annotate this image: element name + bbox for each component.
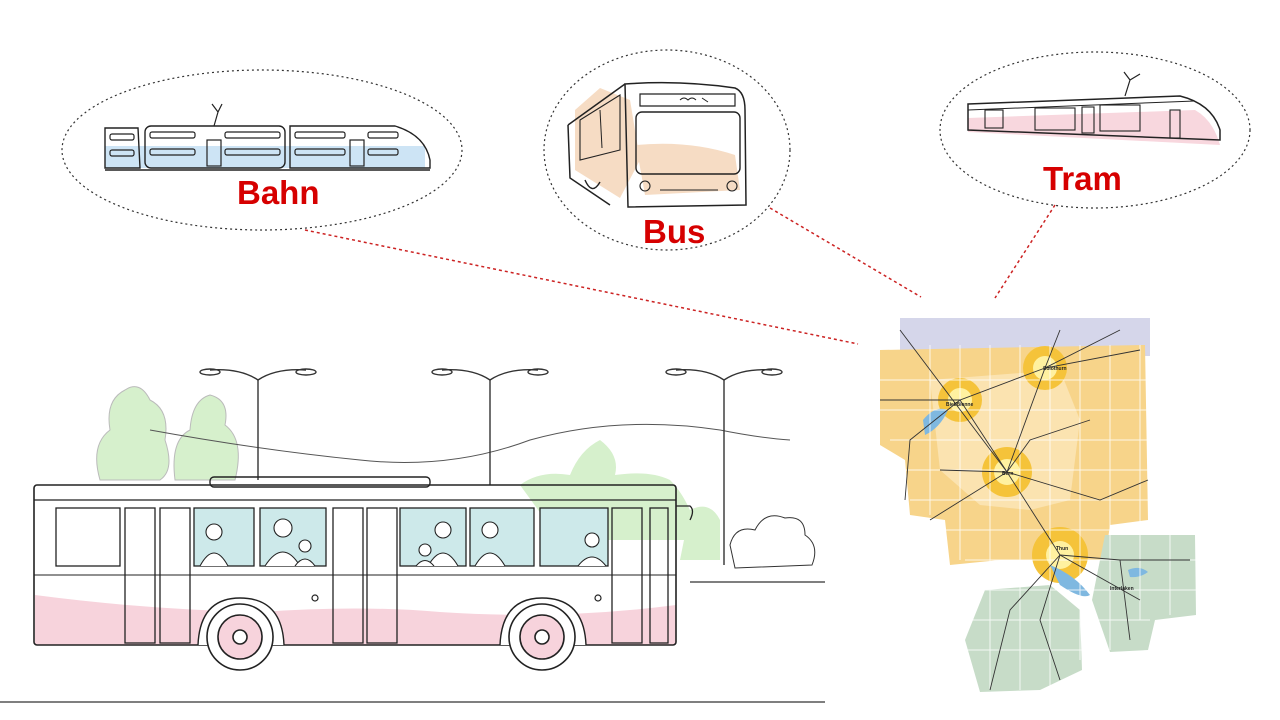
bahn-label: Bahn [237,174,320,211]
bus-wheels [206,603,576,671]
street-lamps [199,368,783,565]
city-bus [33,476,694,671]
bus-label: Bus [643,213,706,250]
bahn-bubble [61,69,463,231]
power-cable [149,423,791,463]
train-icon [104,103,431,171]
bus-icon [567,81,747,208]
bahn-connector [304,229,859,345]
map-town-solothurn: Solothurn [1043,366,1067,372]
bushes [729,515,816,569]
tram-label: Tram [1043,160,1122,197]
bus-connector [769,207,922,298]
tram-connector [994,204,1056,299]
zone-map: Solothurn Biel/Bienne Bern Thun Interlak… [880,318,1196,692]
map-town-interlaken: Interlaken [1110,586,1134,592]
tram-icon [967,71,1221,145]
passengers [199,518,607,567]
bus-bubble [543,49,791,251]
map-town-bern: Bern [1002,471,1013,477]
tram-bubble [939,51,1251,209]
map-town-thun: Thun [1056,546,1068,552]
map-town-biel: Biel/Bienne [946,402,973,408]
